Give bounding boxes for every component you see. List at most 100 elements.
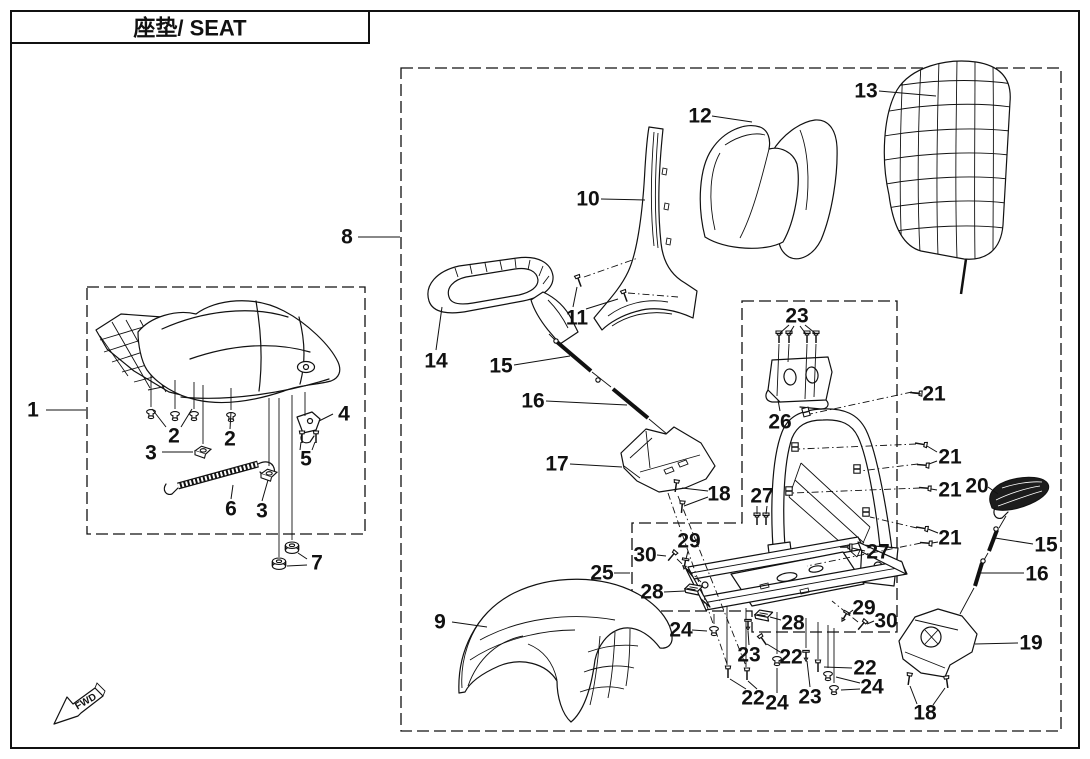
callout-part-18[interactable]: 18 bbox=[681, 483, 731, 507]
part-number-label[interactable]: 25 bbox=[590, 562, 614, 585]
callout-part-18[interactable]: 18 bbox=[909, 685, 946, 725]
part-number-label[interactable]: 17 bbox=[545, 453, 568, 476]
part-number-label[interactable]: 21 bbox=[938, 527, 962, 550]
callout-part-24[interactable]: 24 bbox=[835, 676, 884, 699]
part-number-label[interactable]: 24 bbox=[765, 692, 789, 715]
callout-part-29[interactable]: 29 bbox=[677, 530, 701, 560]
callout-part-21[interactable]: 21 bbox=[927, 527, 962, 550]
part-number-label[interactable]: 19 bbox=[1019, 632, 1042, 655]
leader-line bbox=[909, 685, 918, 705]
part-number-label[interactable]: 15 bbox=[489, 355, 513, 378]
part-number-label[interactable]: 23 bbox=[737, 644, 760, 667]
part-number-label[interactable]: 28 bbox=[781, 612, 805, 635]
part-number-label[interactable]: 21 bbox=[938, 446, 962, 469]
callout-part-16[interactable]: 16 bbox=[981, 563, 1049, 586]
part-number-label[interactable]: 4 bbox=[338, 403, 350, 426]
part-number-label[interactable]: 29 bbox=[852, 597, 875, 620]
callout-part-24[interactable]: 24 bbox=[669, 619, 708, 642]
part-number-label[interactable]: 3 bbox=[145, 442, 157, 465]
callout-part-5[interactable]: 5 bbox=[299, 441, 316, 471]
callout-part-26[interactable]: 26 bbox=[768, 399, 792, 434]
part-number-label[interactable]: 3 bbox=[256, 500, 268, 523]
part-number-label[interactable]: 20 bbox=[965, 475, 988, 498]
part-number-label[interactable]: 16 bbox=[1025, 563, 1048, 586]
under-seat-cover-part bbox=[458, 578, 673, 723]
part-number-label[interactable]: 28 bbox=[640, 581, 664, 604]
callout-part-6[interactable]: 6 bbox=[225, 484, 237, 521]
callout-part-27[interactable]: 27 bbox=[750, 485, 774, 515]
callout-part-22[interactable]: 22 bbox=[823, 657, 877, 680]
part-number-label[interactable]: 9 bbox=[434, 611, 446, 634]
callout-part-22[interactable]: 22 bbox=[766, 643, 803, 669]
part-number-label[interactable]: 11 bbox=[566, 307, 589, 330]
callout-part-21[interactable]: 21 bbox=[911, 383, 946, 406]
part-number-label[interactable]: 15 bbox=[1034, 534, 1058, 557]
callout-part-2[interactable]: 2 bbox=[224, 411, 236, 451]
callout-part-21[interactable]: 21 bbox=[930, 479, 962, 502]
callout-part-14[interactable]: 14 bbox=[424, 306, 448, 373]
bead-glyph bbox=[595, 377, 601, 383]
part-number-label[interactable]: 1 bbox=[27, 399, 39, 422]
part-number-label[interactable]: 2 bbox=[168, 425, 180, 448]
callout-part-3[interactable]: 3 bbox=[145, 442, 193, 465]
part-number-label[interactable]: 24 bbox=[860, 676, 884, 699]
part-number-label[interactable]: 22 bbox=[779, 646, 802, 669]
callout-part-24[interactable]: 24 bbox=[765, 668, 789, 715]
part-number-label[interactable]: 10 bbox=[576, 188, 599, 211]
part-number-label[interactable]: 12 bbox=[688, 105, 711, 128]
callout-part-20[interactable]: 20 bbox=[965, 475, 999, 498]
callout-part-15[interactable]: 15 bbox=[994, 534, 1058, 557]
part-number-label[interactable]: 13 bbox=[854, 80, 877, 103]
part-number-label[interactable]: 26 bbox=[768, 411, 791, 434]
part-number-label[interactable]: 23 bbox=[785, 305, 808, 328]
part-number-label[interactable]: 27 bbox=[866, 541, 889, 564]
part-number-label[interactable]: 29 bbox=[677, 530, 700, 553]
callout-part-1[interactable]: 1 bbox=[27, 399, 86, 422]
part-number-label[interactable]: 5 bbox=[300, 448, 312, 471]
callout-part-4[interactable]: 4 bbox=[318, 403, 350, 426]
part-number-label[interactable]: 6 bbox=[225, 498, 237, 521]
part-number-label[interactable]: 21 bbox=[938, 479, 962, 502]
callout-part-8[interactable]: 8 bbox=[341, 226, 400, 249]
part-number-label[interactable]: 16 bbox=[521, 390, 544, 413]
callout-part-30[interactable]: 30 bbox=[866, 610, 898, 633]
callout-part-17[interactable]: 17 bbox=[545, 453, 623, 476]
part-number-label[interactable]: 14 bbox=[424, 350, 448, 373]
callout-part-28[interactable]: 28 bbox=[769, 612, 805, 635]
callout-part-3[interactable]: 3 bbox=[256, 479, 269, 523]
callout-part-10[interactable]: 10 bbox=[576, 188, 646, 211]
part-number-label[interactable]: 7 bbox=[311, 552, 323, 575]
callout-part-2[interactable]: 2 bbox=[151, 408, 193, 448]
part-number-label[interactable]: 30 bbox=[874, 610, 897, 633]
part-number-label[interactable]: 23 bbox=[798, 686, 821, 709]
callout-part-16[interactable]: 16 bbox=[521, 390, 628, 413]
callout-part-13[interactable]: 13 bbox=[854, 80, 937, 103]
callout-part-11[interactable]: 11 bbox=[566, 286, 619, 330]
part-number-label[interactable]: 18 bbox=[707, 483, 731, 506]
part-number-label[interactable]: 18 bbox=[913, 702, 937, 725]
part-number-label[interactable]: 30 bbox=[633, 544, 656, 567]
part-number-label[interactable]: 8 bbox=[341, 226, 353, 249]
callout-part-23[interactable]: 23 bbox=[779, 305, 816, 335]
callout-part-12[interactable]: 12 bbox=[688, 105, 753, 128]
callout-part-23[interactable]: 23 bbox=[737, 630, 761, 667]
callout-part-28[interactable]: 28 bbox=[640, 581, 686, 604]
callout-part-30[interactable]: 30 bbox=[633, 544, 667, 567]
callout-part-19[interactable]: 19 bbox=[974, 632, 1043, 655]
part-number-label[interactable]: 21 bbox=[922, 383, 946, 406]
callout-part-9[interactable]: 9 bbox=[434, 611, 488, 634]
callout-part-7[interactable]: 7 bbox=[286, 552, 323, 575]
part-number-label[interactable]: 2 bbox=[224, 428, 236, 451]
part-number-label[interactable]: 24 bbox=[669, 619, 693, 642]
callout-part-27[interactable]: 27 bbox=[851, 541, 890, 564]
callout-part-23[interactable]: 23 bbox=[798, 660, 822, 709]
clipnut-glyph bbox=[193, 445, 213, 459]
callout-part-29[interactable]: 29 bbox=[847, 597, 876, 620]
callout-part-22[interactable]: 22 bbox=[729, 678, 765, 710]
part-number-label[interactable]: 22 bbox=[741, 687, 764, 710]
callout-part-25[interactable]: 25 bbox=[590, 562, 630, 585]
callout-part-15[interactable]: 15 bbox=[489, 355, 571, 378]
part-number-label[interactable]: 22 bbox=[853, 657, 876, 680]
callout-part-21[interactable]: 21 bbox=[926, 446, 962, 469]
part-number-label[interactable]: 27 bbox=[750, 485, 773, 508]
